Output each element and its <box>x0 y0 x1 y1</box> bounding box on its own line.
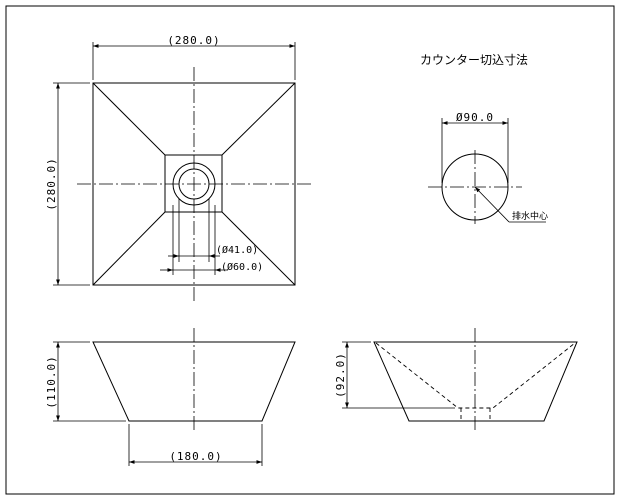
corner-edge-br <box>221 211 296 286</box>
drain-center-leader <box>474 186 510 223</box>
dimension-cutout-diameter: Ø90.0 <box>456 111 494 124</box>
corner-edge-tl <box>92 82 166 156</box>
dimension-top-height: (280.0) <box>45 157 58 210</box>
basin-outline <box>92 82 296 286</box>
corner-edge-tr <box>221 82 296 156</box>
basin-section-outline <box>373 341 578 422</box>
dimension-drain-outer: (Ø60.0) <box>221 261 263 273</box>
front-view: (110.0) (180.0) <box>45 328 296 466</box>
dimension-drain-inner: (Ø41.0) <box>216 244 258 256</box>
basin-bottom <box>164 154 223 213</box>
drain-center-label: 排水中心 <box>512 210 548 222</box>
dimension-front-height: (110.0) <box>45 355 58 408</box>
cutout-title: カウンター切込寸法 <box>420 53 528 67</box>
dimension-top-width: (280.0) <box>167 34 220 47</box>
basin-front-outline <box>92 341 296 422</box>
section-view: (92.0) <box>334 328 578 432</box>
corner-edge-bl <box>92 211 166 286</box>
counter-cutout-view: カウンター切込寸法 Ø90.0 排水中心 <box>420 53 548 224</box>
plan-view: (280.0) (280.0) (Ø41.0) (Ø60.0) <box>45 34 311 303</box>
basin-inner-hidden-line <box>375 342 576 409</box>
dimension-base-width: (180.0) <box>169 450 222 463</box>
drawing-border <box>5 5 615 495</box>
dimension-section-height: (92.0) <box>334 352 347 398</box>
